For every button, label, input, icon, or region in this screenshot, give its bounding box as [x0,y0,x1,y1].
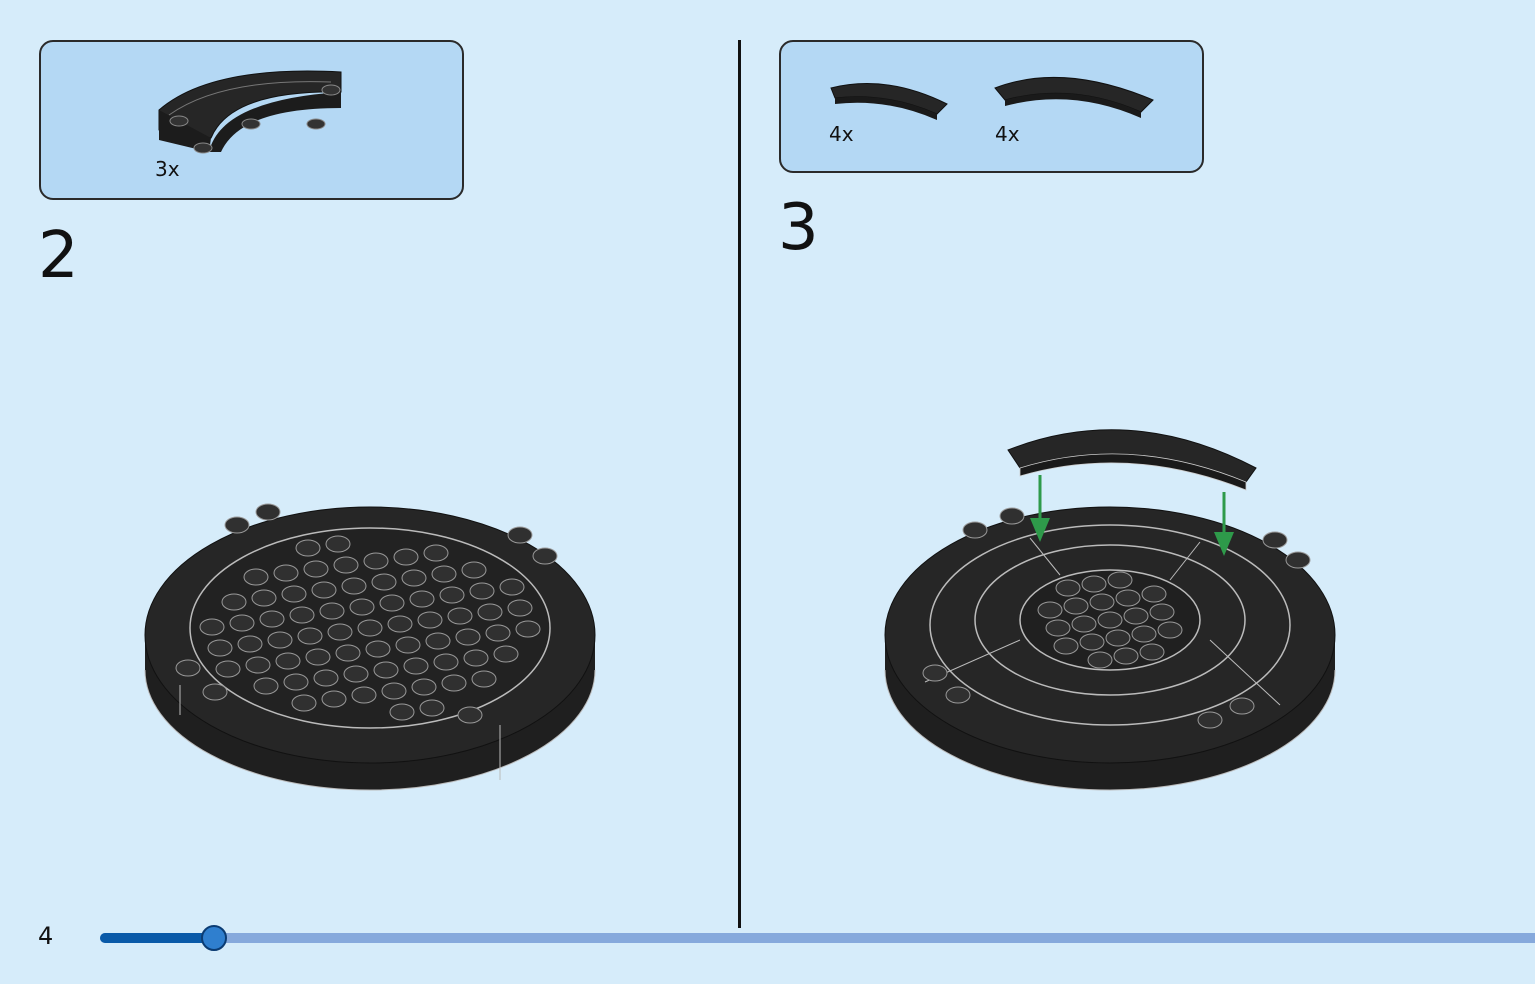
round-plate-assembly-step-2 [144,503,596,791]
progress-knob[interactable] [201,925,227,951]
quantity-label: 4x [995,122,1020,146]
large-curved-tile-icon [994,76,1154,118]
step-number: 3 [778,191,819,265]
round-plate-assembly-step-3 [884,429,1336,791]
quantity-label: 4x [829,122,854,146]
parts-callout-step-2: 3x [39,40,464,200]
parts-callout-step-3: 4x 4x [779,40,1204,173]
progress-fill [100,933,213,943]
page-number: 4 [38,922,54,950]
curved-tile-being-placed [1007,429,1257,491]
quantity-label: 3x [155,157,180,181]
small-curved-tile-icon [830,83,948,120]
progress-bar [100,925,1535,951]
placement-arrow-icon [1214,492,1234,556]
step-divider [738,40,741,928]
curved-brick-icon [158,70,342,154]
step-number: 2 [38,219,79,293]
placement-arrow-icon [1030,475,1050,542]
